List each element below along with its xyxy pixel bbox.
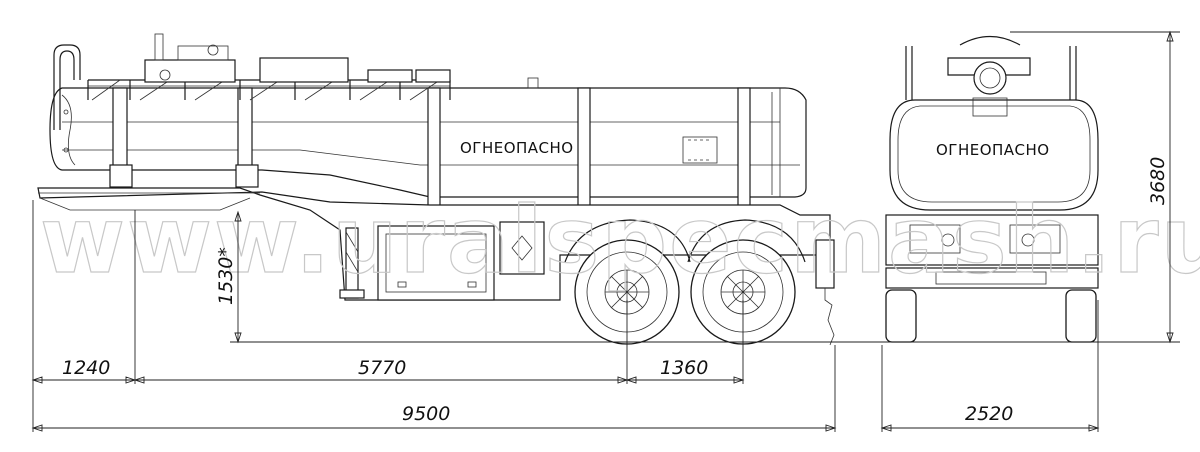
rear-tank [889,99,1099,211]
strap-clamp-2 [235,164,259,188]
rear-dome [973,61,1007,95]
manhole-2 [259,57,349,83]
wheel-front [574,239,680,345]
tank-label-side: ОГНЕОПАСНО [460,139,574,157]
wheel-rear [690,239,796,345]
strap-clamp-1 [109,164,133,188]
rear-dome-rail [959,36,1021,46]
dim-overall-length: 9500 [402,403,450,425]
dim-kingpin-to-axle: 5770 [358,357,406,379]
rear-tire-right [1065,289,1097,343]
dim-fifth-wheel-height: 1530* [215,247,237,305]
tank-label-rear: ОГНЕОПАСНО [936,141,1050,159]
dim-axle-spacing: 1360 [660,357,708,379]
ground-chain [824,288,835,346]
fender-rear [687,219,806,263]
fender-front [564,219,691,263]
rear-chassis [885,214,1099,266]
dimension-lines: 1240 5770 1360 9500 2520 1530* 3680 [31,30,1180,432]
watermark: www.uralspecmash.ru [40,187,1200,294]
placard-side [682,136,718,164]
rear-ladder-r [1069,46,1077,100]
toolbox [377,225,495,301]
hatch-4 [415,69,451,83]
hatch-3 [367,69,413,83]
pump-box [499,221,545,275]
rear-tire-left [885,289,917,343]
rear-ladder-l [905,46,913,100]
front-ladder [53,44,81,130]
rear-view: ОГНЕОПАСНО [885,36,1099,343]
dim-overall-width: 2520 [965,403,1013,425]
dim-front-overhang: 1240 [62,357,110,379]
hazard-plate [511,235,533,261]
dim-overall-height: 3680 [1147,157,1169,205]
side-view: ОГНЕОПАСНО [37,33,835,346]
manhole-main [144,59,236,83]
